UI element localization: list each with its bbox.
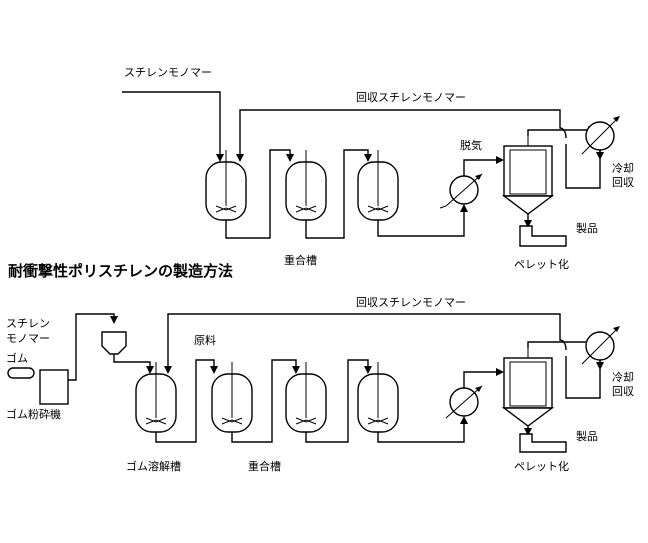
bottom-crusher: [39, 369, 69, 405]
bottom-condenser: [581, 326, 620, 365]
top-degas-label: 脱気: [460, 138, 482, 152]
top-overhead: [527, 126, 596, 136]
top-pipe-2: [305, 149, 372, 239]
top-pipe-1: [225, 149, 294, 239]
top-devolatilizer: [501, 136, 555, 215]
top-condenser: [581, 116, 620, 155]
diagram-title: 耐衝撃性ポリスチレンの製造方法: [8, 262, 233, 280]
top-heater: [439, 173, 483, 209]
top-pellet-label: ペレット化: [514, 257, 569, 271]
bottom-cool-label-2: 回収: [612, 385, 634, 398]
bottom-devolatilizer: [501, 348, 555, 427]
top-feed-label: スチレンモノマー: [124, 66, 212, 79]
top-pipe-4: [463, 156, 504, 176]
top-product-label: 製品: [576, 221, 598, 235]
bottom-reactor-1: [211, 362, 253, 433]
top-cond-loop: [565, 144, 601, 189]
bottom-rubber-label: ゴム: [6, 351, 28, 365]
bottom-overhead: [527, 338, 596, 348]
bottom-pipe-3: [377, 416, 468, 443]
bottom-pellet-pipe: [519, 433, 567, 453]
bottom-raw-label: 原料: [194, 333, 216, 347]
top-pipe-3: [377, 204, 468, 237]
bottom-recycle-label: 回収スチレンモノマー: [356, 296, 466, 309]
bottom-pipe-4: [463, 368, 504, 388]
bottom-heater: [445, 385, 483, 419]
bottom-reactor-3: [357, 362, 399, 433]
bottom-cool-label-1: 冷却: [612, 371, 634, 384]
bottom-product-label: 製品: [576, 429, 598, 443]
top-recycle-label: 回収スチレンモノマー: [356, 91, 466, 104]
bottom-cond-loop: [565, 356, 601, 399]
top-reactor-label: 重合槽: [284, 253, 317, 267]
bottom-styrene-label-2: モノマー: [6, 332, 50, 345]
bottom-rubber-pellet: [7, 367, 35, 379]
top-reactor-2: [285, 150, 327, 221]
bottom-pipe-1: [231, 359, 300, 443]
bottom-pipe-2: [305, 359, 372, 443]
bottom-dissolve-label: ゴム溶解槽: [126, 459, 181, 473]
bottom-styrene-label-1: スチレン: [6, 317, 50, 330]
bottom-reactor-2: [285, 362, 327, 433]
top-cool-label-2: 回収: [612, 176, 634, 189]
top-reactor-1: [205, 150, 247, 221]
bottom-process: スチレン モノマー ゴム ゴム粉砕機 ゴム溶解槽 原料 回収スチレンモノマー: [6, 296, 634, 473]
top-reactor-3: [357, 150, 399, 221]
bottom-crusher-label: ゴム粉砕機: [6, 407, 61, 421]
top-cool-label-1: 冷却: [612, 162, 634, 175]
bottom-pellet-label: ペレット化: [514, 459, 569, 473]
bottom-reactor-label: 重合槽: [248, 459, 281, 473]
top-feed-line: [122, 91, 224, 162]
bottom-dissolve-tank: [135, 362, 177, 433]
top-process: スチレンモノマー 回収スチレンモノマー 重合槽: [122, 66, 634, 271]
bottom-hopper-line: [113, 354, 154, 374]
bottom-hopper: [101, 331, 127, 355]
bottom-recycle-line: [164, 313, 567, 374]
top-pellet-pipe: [519, 225, 567, 247]
top-recycle-line: [236, 109, 567, 162]
bottom-pipe-0: [155, 359, 218, 443]
bottom-crusher-line: [68, 313, 118, 381]
